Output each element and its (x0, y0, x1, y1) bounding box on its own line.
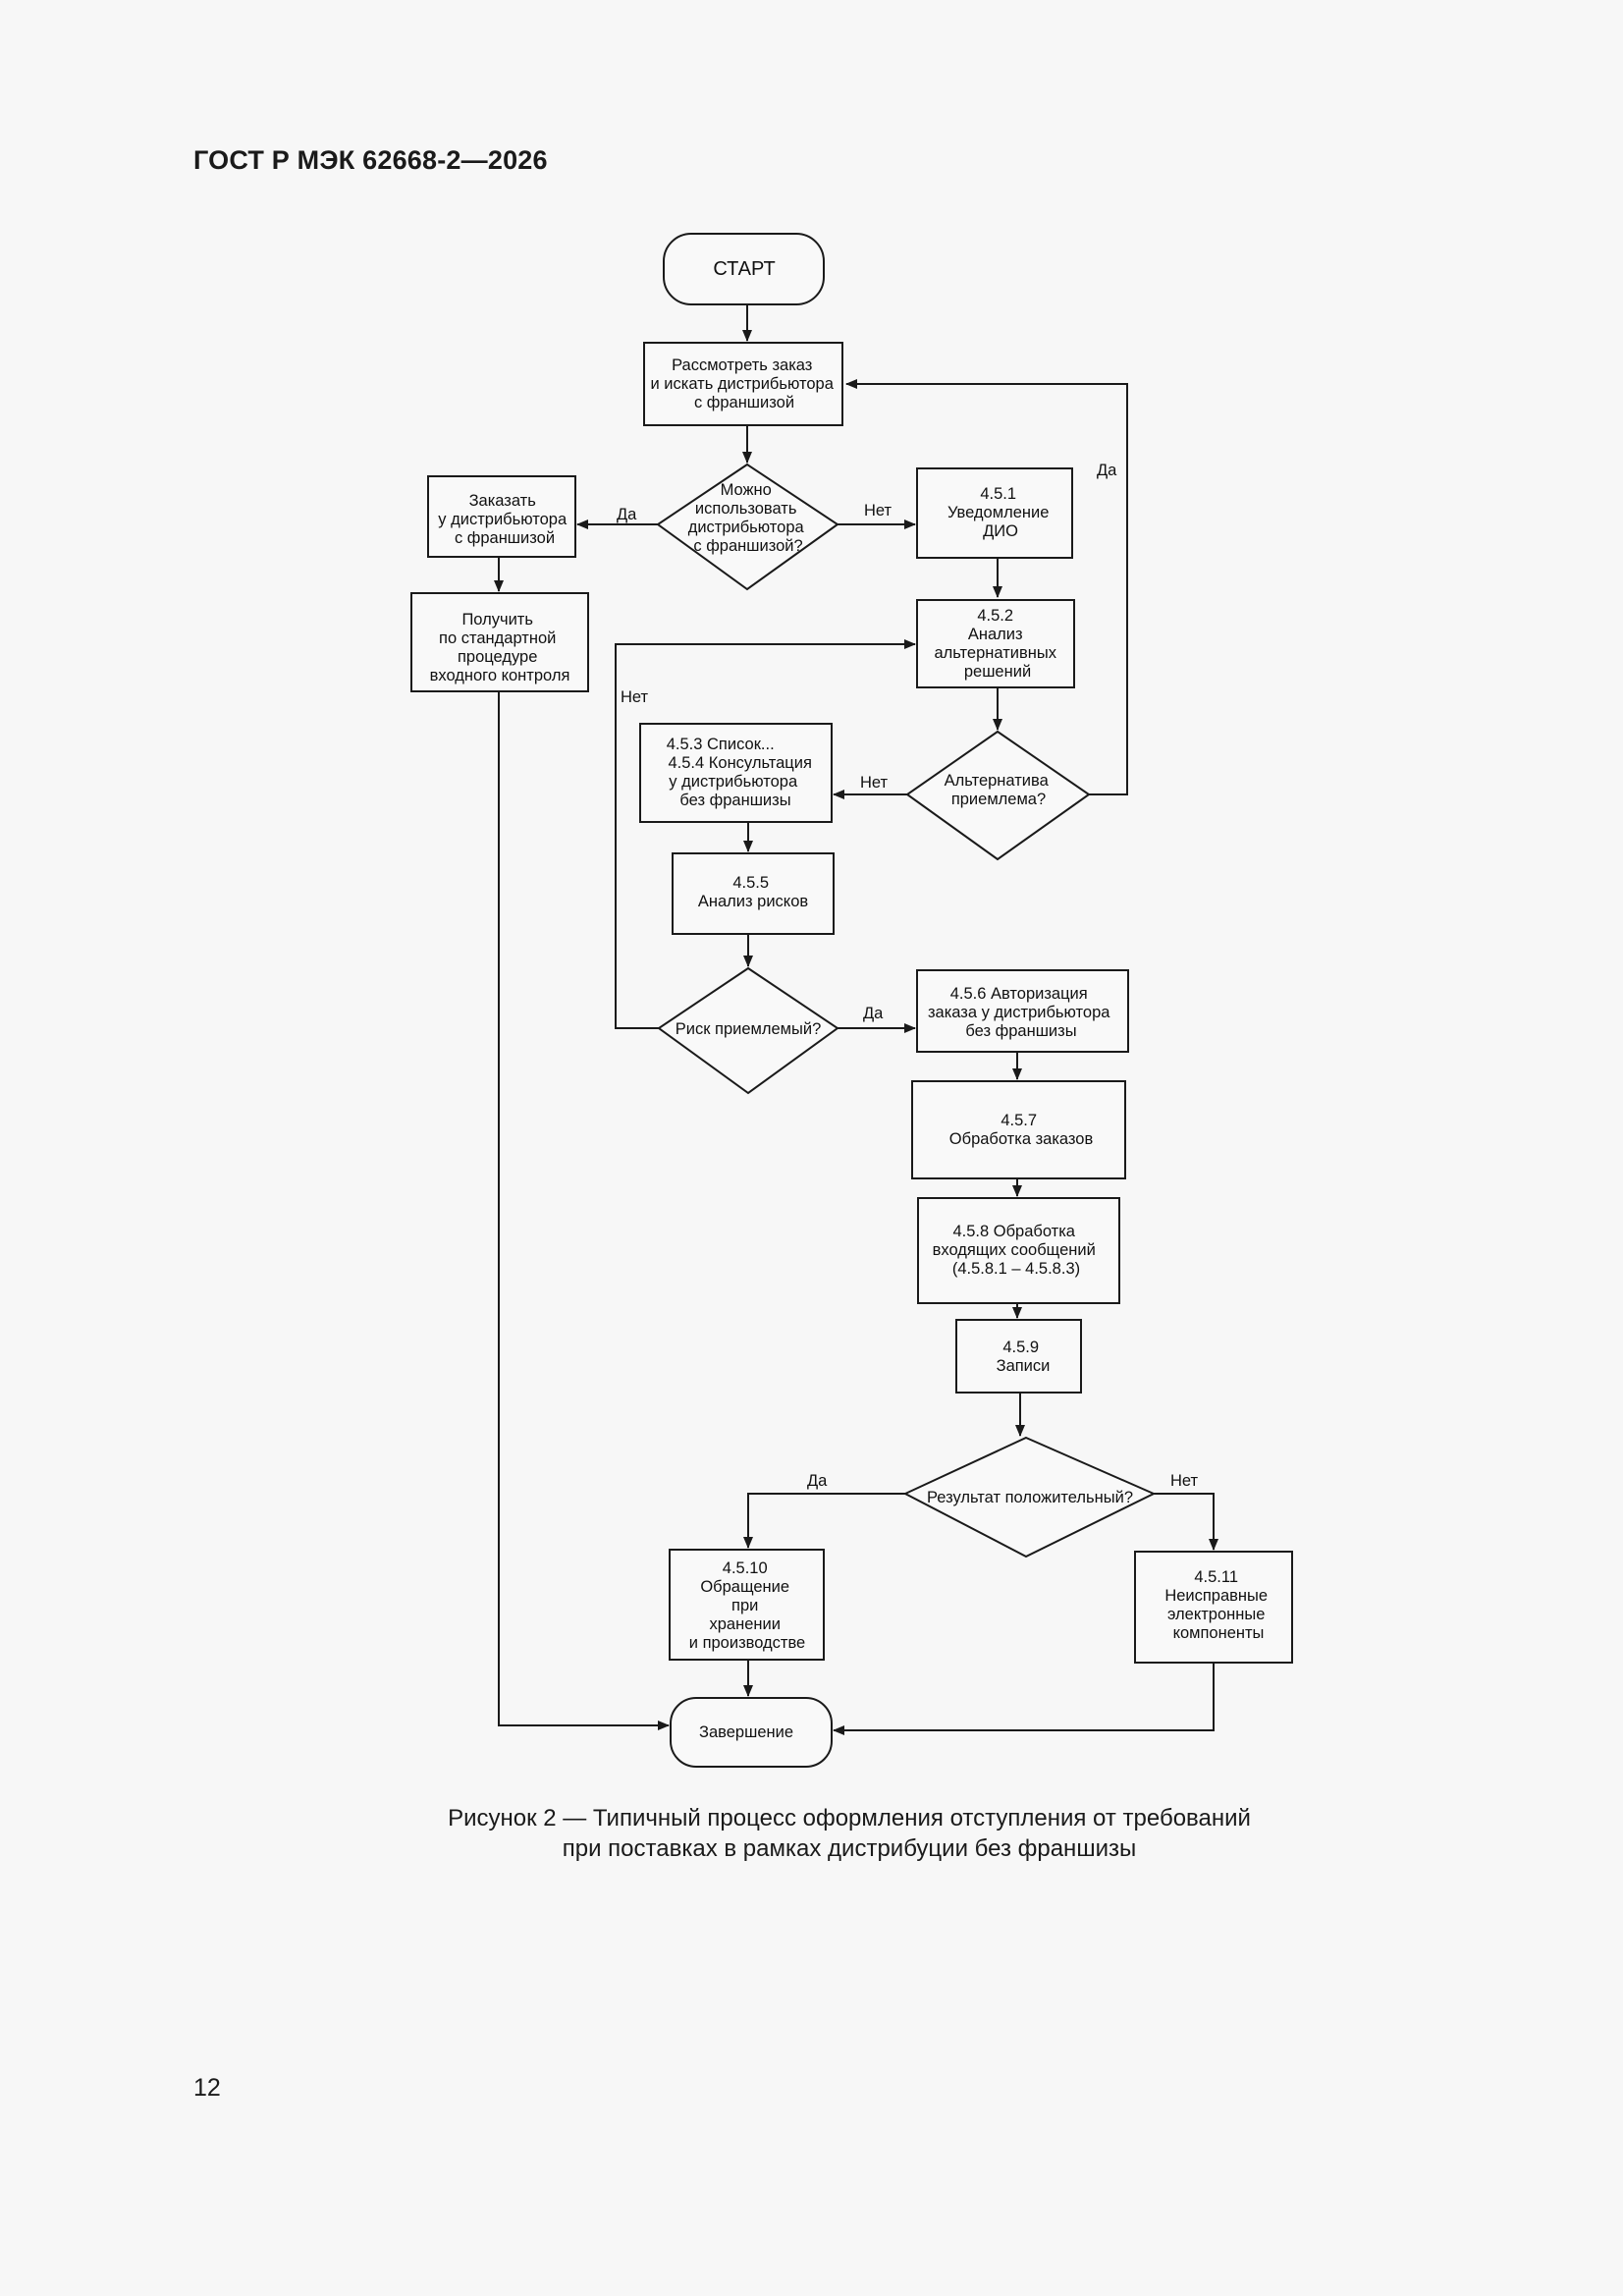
step-451-box (916, 467, 1073, 559)
result-no-label: Нет (1170, 1472, 1199, 1490)
result-yes-label: Да (807, 1472, 828, 1490)
step-458-label: 4.5.8 Обработка входящих сообщений (4.5.… (933, 1223, 1101, 1278)
step-455-label: 4.5.5 Анализ рисков (698, 874, 809, 910)
step-4511-label: 4.5.11 Неисправные электронные компонент… (1164, 1568, 1271, 1642)
step-459-box (955, 1319, 1082, 1394)
review-label: Рассмотреть заказ и искать дистрибьютора… (650, 356, 838, 411)
step-452-box (916, 599, 1075, 688)
document-header: ГОСТ Р МЭК 62668-2—2026 (193, 145, 548, 175)
alt-acceptable-label: Альтернатива приемлема? (945, 772, 1054, 808)
end-terminal (670, 1697, 833, 1768)
can-use-yes-label: Да (617, 506, 637, 523)
can-use-no-label: Нет (864, 502, 893, 519)
end-label: Завершение (699, 1723, 793, 1741)
review-order-box (643, 342, 843, 426)
order-franchise-box (427, 475, 576, 558)
figure-caption-line-1: Рисунок 2 — Типичный процесс оформления … (448, 1805, 1251, 1831)
step-4510-label: 4.5.10 Обращение при хранении и производ… (689, 1559, 805, 1652)
step-455-box (672, 852, 835, 935)
step-459-label: 4.5.9 Записи (997, 1339, 1051, 1375)
step-458-box (917, 1197, 1120, 1304)
step-456-label: 4.5.6 Авторизация заказа у дистрибьютора… (928, 985, 1114, 1040)
edge-alt-yes-loop (845, 379, 1128, 795)
incoming-control-box (410, 592, 589, 692)
page-number: 12 (193, 2074, 221, 2102)
node-labels: СТАРТ Рассмотреть заказ и искать дистриб… (430, 258, 1271, 1741)
order-franchise-label: Заказать у дистрибьютора с франшизой (438, 492, 570, 547)
edge-labels: Да Нет Да Нет Нет Да Да Нет (617, 462, 1199, 1490)
result-positive-decision (902, 1436, 1157, 1558)
edge-result-yes (743, 1493, 905, 1549)
risk-yes-label: Да (863, 1005, 884, 1022)
alt-no-label: Нет (860, 774, 889, 792)
can-use-franchise-decision (656, 463, 839, 591)
risk-no-label: Нет (621, 688, 649, 706)
risk-acceptable-decision (657, 966, 839, 1095)
alternative-acceptable-decision (905, 730, 1091, 861)
edge-result-no (1154, 1493, 1218, 1551)
step-4511-box (1134, 1551, 1293, 1664)
step-453-454-box (639, 723, 833, 823)
incoming-control-label: Получить по стандартной процедуре входно… (430, 611, 570, 684)
alt-yes-label: Да (1097, 462, 1117, 479)
edge-4511-end (833, 1663, 1215, 1735)
step-452-label: 4.5.2 Анализ альтернативных решений (934, 607, 1060, 681)
start-label: СТАРТ (713, 258, 775, 280)
step-457-label: 4.5.7 Обработка заказов (949, 1112, 1094, 1148)
step-456-box (916, 969, 1129, 1053)
connectors (494, 304, 1218, 1735)
can-use-label: Можно использовать дистрибьютора с франш… (688, 481, 809, 555)
figure-caption: Рисунок 2 — Типичный процесс оформления … (324, 1803, 1375, 1864)
step-451-label: 4.5.1 Уведомление ДИО (947, 485, 1054, 540)
result-positive-label: Результат положительный? (927, 1489, 1133, 1506)
edge-control-end (498, 691, 670, 1730)
nodes (410, 233, 1293, 1768)
figure-caption-line-2: при поставках в рамках дистрибуции без ф… (562, 1835, 1137, 1862)
step-453-454-label: 4.5.3 Список... 4.5.4 Консультация у дис… (667, 736, 817, 809)
risk-acceptable-label: Риск приемлемый? (676, 1020, 822, 1038)
step-4510-box (669, 1549, 825, 1661)
start-terminal (663, 233, 825, 305)
edge-risk-no-loop (615, 639, 916, 1029)
step-457-box (911, 1080, 1126, 1179)
